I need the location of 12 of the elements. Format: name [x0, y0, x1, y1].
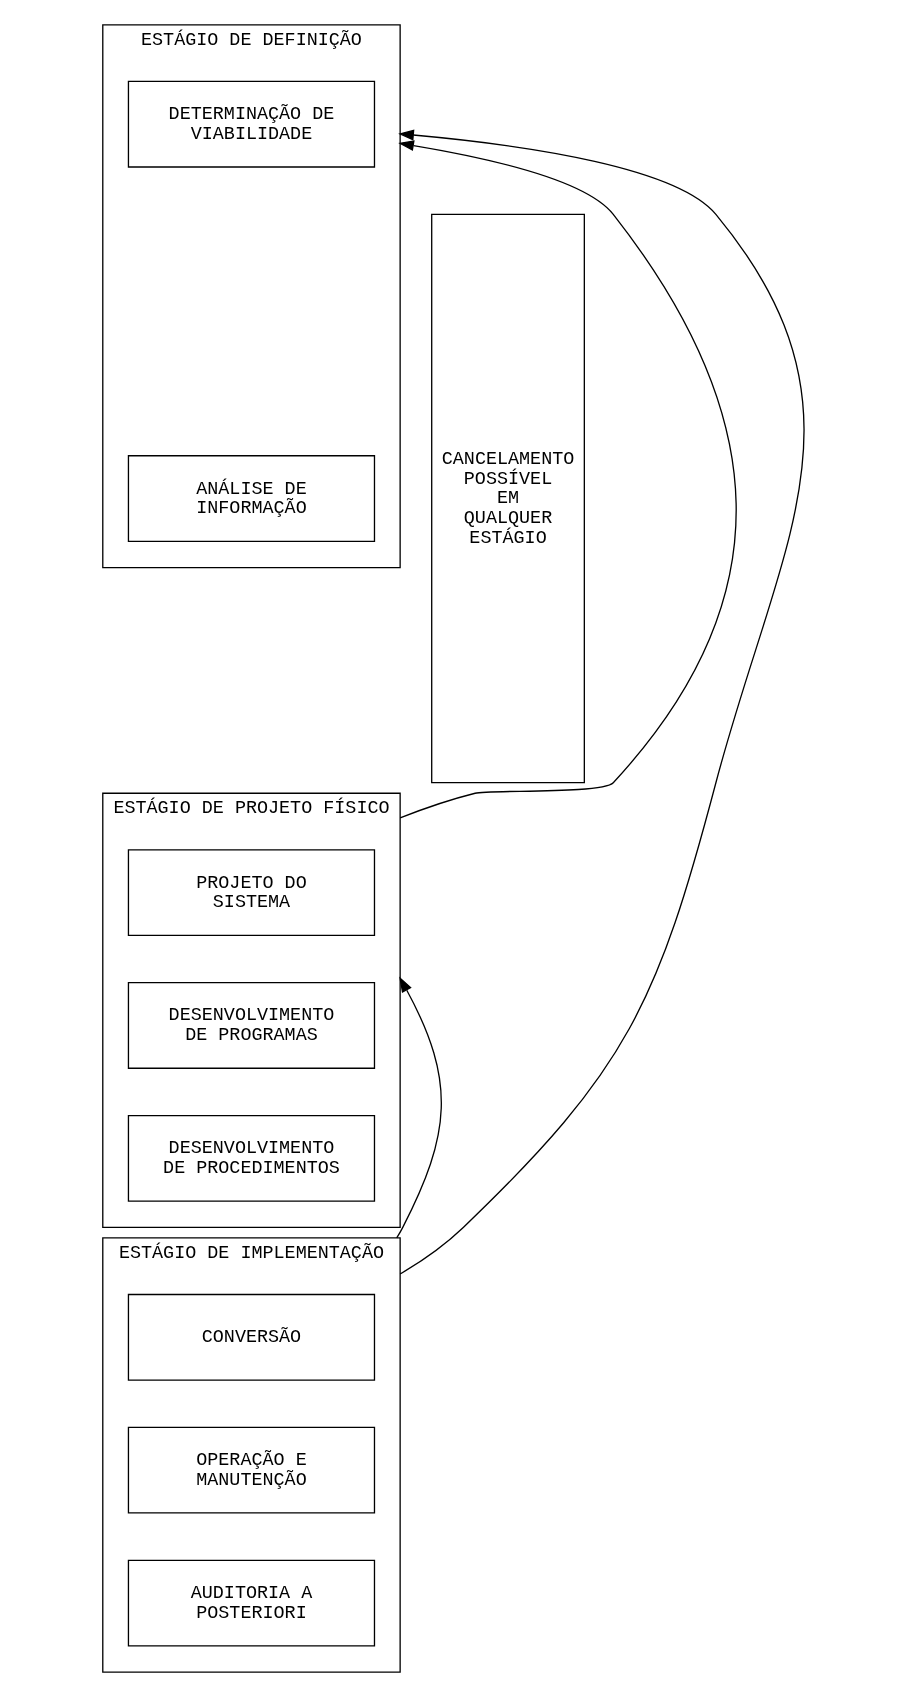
node-box: AUDITORIA A POSTERIORI — [127, 1559, 376, 1647]
node-box: DESENVOLVIMENTO DE PROGRAMAS — [127, 982, 376, 1069]
node-box: OPERAÇÃO E MANUTENÇÃO — [127, 1426, 376, 1514]
node-box: ANÁLISE DE INFORMAÇÃO — [127, 455, 376, 542]
arrow — [398, 140, 737, 819]
node-box: PROJETO DO SISTEMA — [127, 849, 376, 936]
node-box: CANCELAMENTO POSSÍVEL EM QUALQUER ESTÁGIO — [431, 213, 585, 784]
arrow — [398, 129, 805, 1275]
arrow — [396, 976, 442, 1239]
node-box: DETERMINAÇÃO DE VIABILIDADE — [127, 80, 376, 168]
node-box: CONVERSÃO — [127, 1293, 376, 1381]
node-box: DESENVOLVIMENTO DE PROCEDIMENTOS — [127, 1114, 376, 1202]
